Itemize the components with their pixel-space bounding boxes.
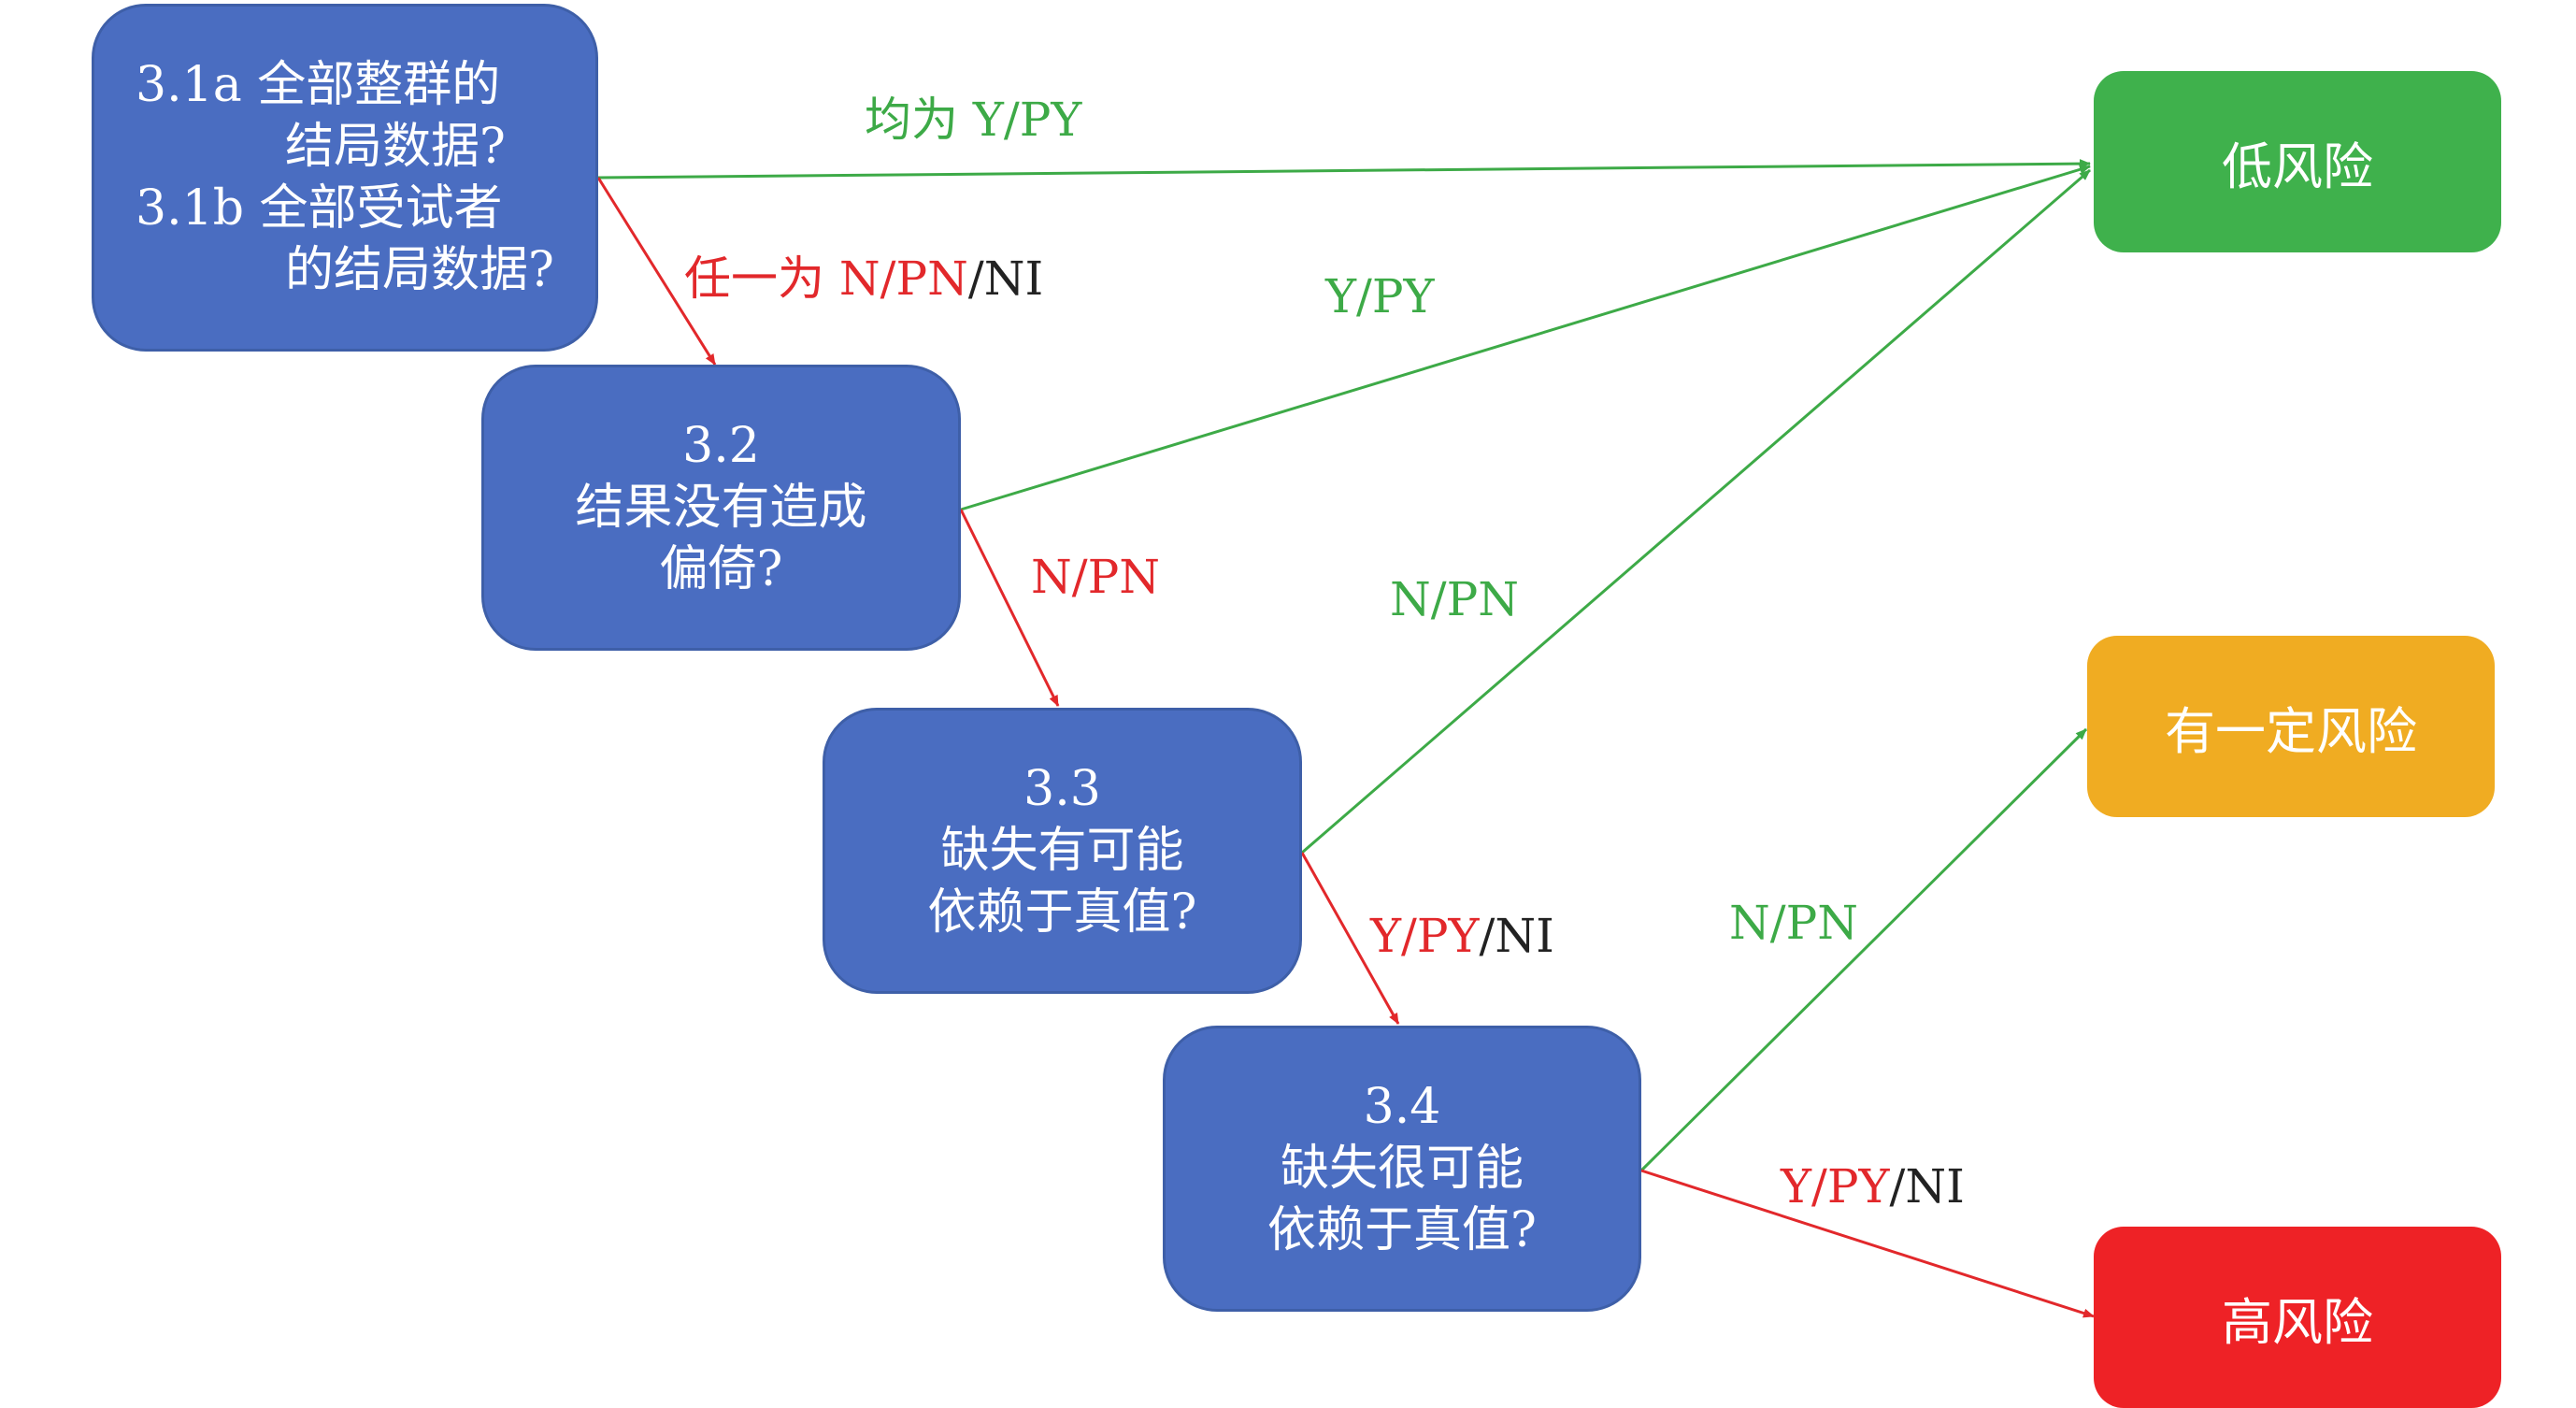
arrow-q33-to-low — [1301, 168, 2091, 855]
label-q34-to-high-black: /NI — [1889, 1159, 1965, 1214]
label-q33-to-q34: Y/PY/NI — [1370, 909, 1554, 963]
question-box-3-4: 3.4 缺失很可能 依赖于真值? — [1163, 1026, 1641, 1312]
label-q34-to-high-red: Y/PY — [1781, 1159, 1890, 1214]
label-q32-to-low: Y/PY — [1325, 269, 1435, 323]
result-some-risk: 有一定风险 — [2087, 636, 2495, 817]
question-3-4-line2: 依赖于真值? — [1267, 1202, 1537, 1258]
question-3-1a-text: 结局数据? — [285, 119, 506, 175]
label-q31-to-q32-prefix: 任一为 — [684, 251, 839, 306]
question-3-3-line2: 依赖于真值? — [927, 884, 1197, 941]
question-box-3-2: 3.2 结果没有造成 偏倚? — [481, 365, 961, 651]
question-3-1b-text: 的结局数据? — [285, 242, 554, 298]
label-q31-to-q32-red: N/PN — [838, 251, 968, 306]
result-low-risk: 低风险 — [2094, 71, 2501, 252]
arrow-q32-to-low — [960, 165, 2091, 511]
question-3-4-number: 3.4 — [1363, 1079, 1441, 1135]
label-q34-to-high: Y/PY/NI — [1781, 1159, 1965, 1214]
question-3-2-line2: 偏倚? — [659, 541, 783, 597]
result-high-risk: 高风险 — [2094, 1227, 2501, 1408]
label-q33-to-q34-red: Y/PY — [1370, 909, 1480, 963]
question-3-1b-label: 3.1b 全部受试者 — [136, 180, 503, 237]
arrow-q34-to-high — [1640, 1169, 2095, 1318]
label-q31-to-low: 均为 Y/PY — [865, 93, 1082, 147]
question-3-4-line1: 缺失很可能 — [1280, 1141, 1524, 1197]
question-box-3-1: 3.1a 全部整群的 结局数据? 3.1b 全部受试者 的结局数据? — [92, 4, 598, 352]
question-3-2-number: 3.2 — [682, 418, 760, 474]
label-q32-to-q33: N/PN — [1031, 550, 1160, 604]
question-3-3-number: 3.3 — [1023, 761, 1101, 817]
question-3-3-line1: 缺失有可能 — [940, 823, 1184, 879]
arrow-q34-to-some — [1639, 727, 2088, 1172]
question-3-1a-label: 3.1a 全部整群的 — [136, 57, 501, 113]
label-q34-to-some: N/PN — [1729, 896, 1858, 950]
question-box-3-3: 3.3 缺失有可能 依赖于真值? — [823, 708, 1302, 994]
label-q31-to-q32-black: /NI — [967, 251, 1044, 306]
label-q33-to-low: N/PN — [1390, 572, 1519, 626]
arrow-q32-to-q33 — [959, 509, 1060, 707]
arrow-q33-to-q34 — [1300, 852, 1400, 1025]
label-q31-to-q32: 任一为 N/PN/NI — [684, 241, 1043, 309]
question-3-2-line1: 结果没有造成 — [575, 480, 867, 536]
arrow-q31-to-low — [597, 159, 2091, 180]
arrow-q31-to-q32 — [596, 177, 717, 366]
label-q33-to-q34-black: /NI — [1479, 909, 1554, 963]
